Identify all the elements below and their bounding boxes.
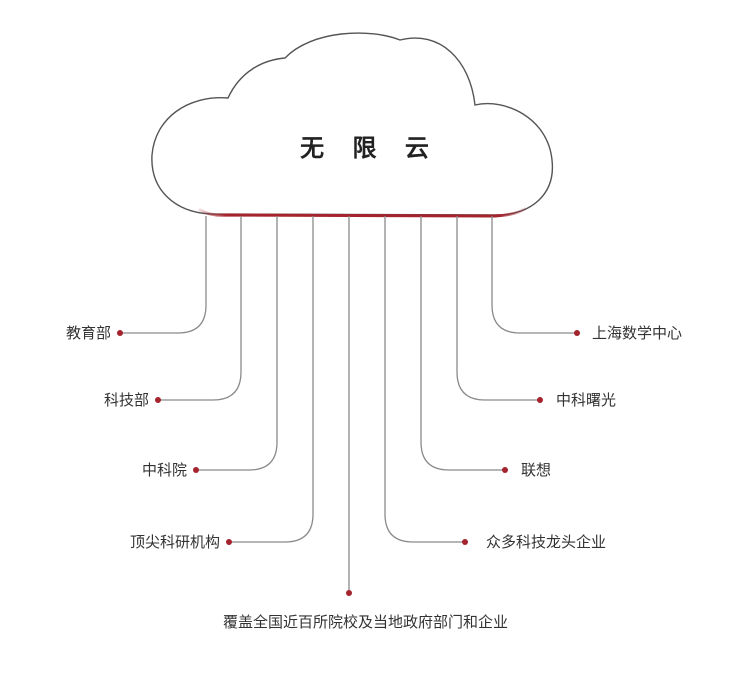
endpoint-dot-left-1 [117,330,123,336]
endpoint-dot-left-2 [155,397,161,403]
endpoint-dot-right-4 [574,330,580,336]
node-label-right-4: 众多科技龙头企业 [486,533,607,551]
cloud-title: 无 限 云 [300,134,439,162]
endpoint-dot-right-3 [537,397,543,403]
endpoint-dot-right-1 [462,539,468,545]
connector-right-4 [491,216,577,334]
node-label-left-1: 教育部 [65,324,111,342]
cloud-base-accent [198,207,527,218]
node-label-right-2: 中科曙光 [556,391,617,409]
node-label-left-2: 科技部 [103,391,149,409]
connector-right-2 [420,216,505,471]
connector-left-3 [196,216,278,471]
connector-left-4 [229,216,314,543]
endpoint-dot-right-2 [502,467,508,473]
node-label-left-3: 中科院 [141,461,187,479]
endpoint-dot-left-3 [193,467,199,473]
cloud-outline [151,32,554,216]
node-label-right-3: 联想 [521,461,552,479]
connector-right-3 [456,216,540,401]
node-label-right-1: 上海数学中心 [592,324,683,342]
node-label-left-4: 顶尖科研机构 [129,533,220,551]
connector-left-2 [158,216,242,401]
connector-right-1 [384,216,465,543]
node-label-bottom: 覆盖全国近百所院校及当地政府部门和企业 [222,613,508,631]
endpoint-dot-left-4 [226,539,232,545]
endpoint-dot-center [346,590,352,596]
connector-left-1 [120,216,207,334]
